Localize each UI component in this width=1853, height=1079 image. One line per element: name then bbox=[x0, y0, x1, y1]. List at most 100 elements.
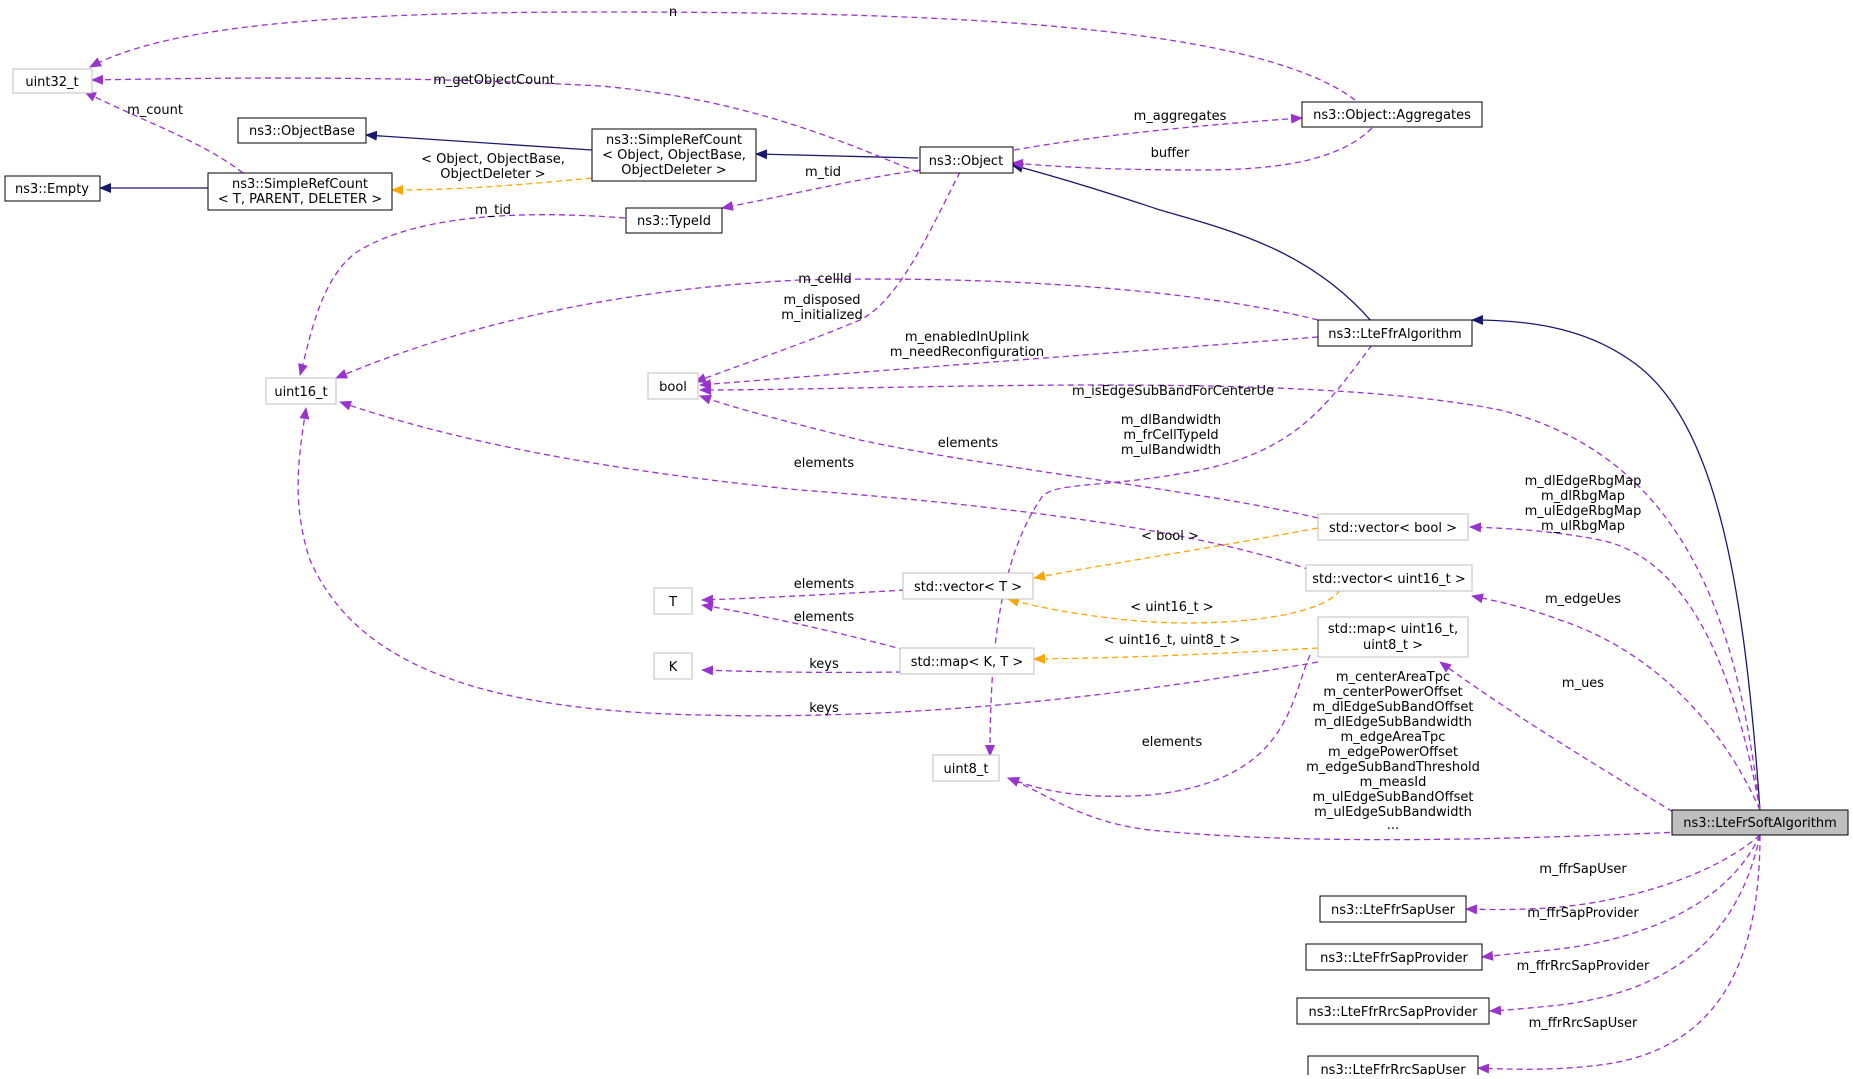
edge-tid-object bbox=[721, 169, 921, 211]
node-objectbase-label: ns3::ObjectBase bbox=[249, 124, 355, 139]
node-rrc-user-label: ns3::LteFfrRrcSapUser bbox=[1320, 1063, 1466, 1075]
edge-keys-map bbox=[701, 665, 903, 676]
node-rrc-provider[interactable]: ns3::LteFfrRrcSapProvider bbox=[1296, 997, 1490, 1025]
node-lteffr-label: ns3::LteFfrAlgorithm bbox=[1328, 327, 1461, 342]
edge-edgeues bbox=[1471, 593, 1761, 811]
node-uint8-label: uint8_t bbox=[943, 762, 988, 777]
edge-tid-typeid bbox=[298, 214, 626, 376]
node-object-label: ns3::Object bbox=[929, 154, 1003, 169]
edge-template-vecu16 bbox=[1007, 589, 1341, 624]
edge-ffrrrcsapuser bbox=[1477, 834, 1761, 1074]
label-rbg-3: m_ulEdgeRbgMap bbox=[1525, 504, 1642, 519]
label-u8-member: m_ulEdgeSubBandwidth bbox=[1314, 805, 1472, 820]
node-mapKT[interactable]: std::map< K, T > bbox=[899, 647, 1035, 675]
label-aggregates: m_aggregates bbox=[1134, 109, 1227, 124]
edge-u8-members bbox=[1007, 777, 1681, 841]
edge-cellid bbox=[335, 278, 1319, 379]
node-vecT[interactable]: std::vector< T > bbox=[902, 572, 1034, 600]
label-u8-member: m_edgeSubBandThreshold bbox=[1306, 760, 1480, 775]
label-u8-member: m_edgeAreaTpc bbox=[1341, 730, 1446, 745]
node-src-tpd-line2: < T, PARENT, DELETER > bbox=[218, 192, 382, 207]
label-disposed-1: m_disposed bbox=[783, 293, 860, 308]
node-aggregates[interactable]: ns3::Object::Aggregates bbox=[1301, 101, 1483, 128]
label-u8-members: m_centerAreaTpc m_centerPowerOffset m_dl… bbox=[1306, 670, 1480, 833]
node-vecbool[interactable]: std::vector< bool > bbox=[1317, 513, 1469, 541]
label-tid-typeid: m_tid bbox=[475, 203, 511, 218]
node-rrc-user[interactable]: ns3::LteFfrRrcSapUser bbox=[1307, 1055, 1479, 1079]
label-disposed-2: m_initialized bbox=[781, 308, 863, 323]
edge-count bbox=[84, 91, 244, 174]
label-edgeues: m_edgeUes bbox=[1545, 592, 1621, 607]
node-src-tpd[interactable]: ns3::SimpleRefCount < T, PARENT, DELETER… bbox=[207, 172, 393, 211]
node-mapu16[interactable]: std::map< uint16_t, uint8_t > bbox=[1317, 616, 1469, 658]
node-main-label: ns3::LteFrSoftAlgorithm bbox=[1683, 816, 1837, 831]
label-t-bool: < bool > bbox=[1141, 529, 1199, 544]
node-src-obj-line2: < Object, ObjectBase, bbox=[602, 148, 746, 163]
node-K[interactable]: K bbox=[653, 652, 693, 680]
node-src-tpd-line1: ns3::SimpleRefCount bbox=[232, 177, 368, 192]
label-enabled-2: m_needReconfiguration bbox=[890, 345, 1044, 360]
label-cellid: m_cellId bbox=[798, 272, 852, 287]
label-count: m_count bbox=[127, 103, 183, 118]
node-vecu16[interactable]: std::vector< uint16_t > bbox=[1305, 564, 1473, 592]
node-uint16-label: uint16_t bbox=[274, 385, 327, 400]
label-elements-u16: elements bbox=[794, 456, 855, 471]
node-object[interactable]: ns3::Object bbox=[919, 146, 1014, 174]
label-elements-u8: elements bbox=[1142, 735, 1203, 750]
label-u8-member: m_edgePowerOffset bbox=[1328, 745, 1458, 760]
node-sap-user[interactable]: ns3::LteFfrSapUser bbox=[1319, 895, 1467, 923]
node-K-label: K bbox=[669, 660, 678, 675]
label-ffrrrcsapuser: m_ffrRrcSapUser bbox=[1529, 1016, 1638, 1031]
node-empty[interactable]: ns3::Empty bbox=[4, 175, 101, 202]
edge-object-inherit bbox=[1011, 162, 1373, 323]
edge-keys-u16 bbox=[297, 407, 1319, 717]
node-vecu16-label: std::vector< uint16_t > bbox=[1312, 572, 1466, 587]
node-T-label: T bbox=[668, 595, 677, 610]
label-buffer: buffer bbox=[1151, 146, 1190, 161]
node-src-obj-line3: ObjectDeleter > bbox=[621, 163, 726, 178]
label-elements-vect: elements bbox=[794, 577, 855, 592]
node-objectbase[interactable]: ns3::ObjectBase bbox=[237, 117, 367, 144]
node-uint32[interactable]: uint32_t bbox=[12, 68, 93, 94]
label-elements-mapt: elements bbox=[794, 610, 855, 625]
label-dlbandwidth-2: m_frCellTypeId bbox=[1123, 428, 1218, 443]
node-sap-user-label: ns3::LteFfrSapUser bbox=[1331, 903, 1456, 918]
label-object-template-1: < Object, ObjectBase, bbox=[421, 152, 565, 167]
label-u8-member: ... bbox=[1387, 818, 1399, 833]
edge-elements-u8 bbox=[1007, 654, 1311, 797]
node-uint16[interactable]: uint16_t bbox=[265, 377, 337, 405]
edge-elements-bool bbox=[699, 394, 1319, 519]
node-sap-provider-label: ns3::LteFfrSapProvider bbox=[1320, 951, 1468, 966]
label-u8-member: m_centerAreaTpc bbox=[1336, 670, 1450, 685]
label-t-map: < uint16_t, uint8_t > bbox=[1104, 633, 1241, 648]
label-keys-map: keys bbox=[809, 657, 839, 672]
node-bool[interactable]: bool bbox=[647, 372, 699, 400]
node-empty-label: ns3::Empty bbox=[15, 182, 89, 197]
label-u8-member: m_centerPowerOffset bbox=[1323, 685, 1462, 700]
edge-template-mapu16 bbox=[1033, 647, 1319, 664]
node-src-obj-line1: ns3::SimpleRefCount bbox=[606, 133, 742, 148]
node-uint8[interactable]: uint8_t bbox=[932, 754, 1000, 782]
label-dlbandwidth-3: m_ulBandwidth bbox=[1121, 443, 1221, 458]
node-typeid[interactable]: ns3::TypeId bbox=[625, 207, 723, 234]
node-main[interactable]: ns3::LteFrSoftAlgorithm bbox=[1671, 809, 1849, 836]
node-lteffr[interactable]: ns3::LteFfrAlgorithm bbox=[1317, 319, 1473, 347]
label-u8-member: m_dlEdgeSubBandOffset bbox=[1313, 700, 1474, 715]
label-tid-object: m_tid bbox=[805, 165, 841, 180]
label-elements-bool: elements bbox=[938, 436, 999, 451]
node-rrc-provider-label: ns3::LteFfrRrcSapProvider bbox=[1308, 1005, 1478, 1020]
edge-disposed bbox=[694, 171, 961, 383]
node-src-obj[interactable]: ns3::SimpleRefCount < Object, ObjectBase… bbox=[591, 128, 757, 182]
node-mapu16-line1: std::map< uint16_t, bbox=[1328, 622, 1458, 637]
node-aggregates-label: ns3::Object::Aggregates bbox=[1313, 108, 1471, 123]
node-T[interactable]: T bbox=[653, 587, 693, 615]
node-mapu16-line2: uint8_t > bbox=[1363, 638, 1423, 653]
label-ffrsapuser: m_ffrSapUser bbox=[1539, 862, 1627, 877]
label-object-template-2: ObjectDeleter > bbox=[440, 167, 545, 182]
node-sap-provider[interactable]: ns3::LteFfrSapProvider bbox=[1305, 943, 1483, 971]
edge-isedgesubband bbox=[699, 384, 1761, 811]
edge-ffrrrcsapprovider bbox=[1489, 834, 1761, 1016]
edge-ffrsapuser bbox=[1465, 834, 1761, 915]
edge-elements-vect bbox=[701, 589, 906, 605]
